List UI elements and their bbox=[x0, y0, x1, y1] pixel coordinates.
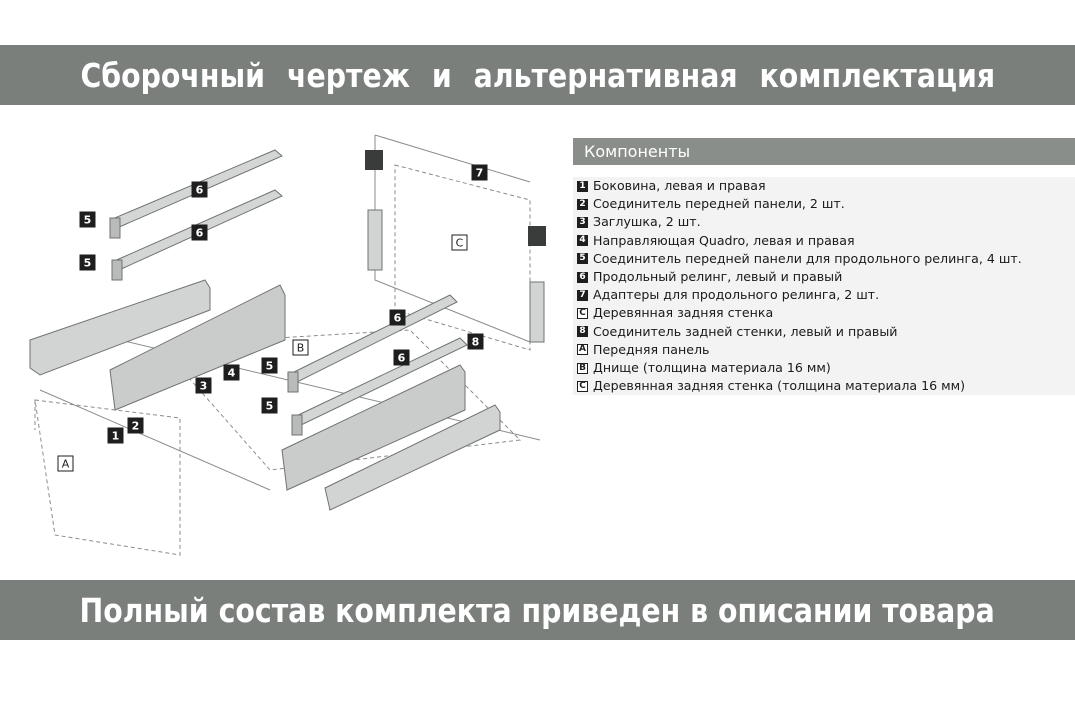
callout-n7: 7 bbox=[471, 164, 488, 181]
bottom-banner: Полный состав комплекта приведен в описа… bbox=[0, 580, 1075, 640]
legend-text: Соединитель задней стенки, левый и правы… bbox=[593, 323, 898, 339]
callout-label: A bbox=[62, 458, 70, 471]
legend-marker: 7 bbox=[577, 289, 588, 301]
legend-text: Боковина, левая и правая bbox=[593, 178, 766, 193]
legend-marker: B bbox=[577, 362, 588, 374]
callout-label: 6 bbox=[394, 312, 402, 325]
legend-marker: C bbox=[577, 308, 588, 320]
callout-label: 5 bbox=[84, 214, 92, 227]
callout-lb: B bbox=[292, 339, 309, 356]
callout-la: A bbox=[57, 455, 74, 472]
callout-label: C bbox=[456, 237, 464, 250]
legend-item: 4 Направляющая Quadro, левая и правая bbox=[577, 232, 1075, 250]
legend-marker: 5 bbox=[577, 253, 588, 265]
legend-item: C Деревянная задняя стенка bbox=[577, 304, 1075, 322]
legend-marker: A bbox=[577, 344, 588, 356]
front-panel-outline bbox=[34, 399, 181, 556]
callout-n5b: 5 bbox=[79, 254, 96, 271]
legend-text: Адаптеры для продольного релинга, 2 шт. bbox=[593, 287, 880, 303]
legend-marker: 1 bbox=[577, 180, 588, 192]
bottom-banner-text: Полный состав комплекта приведен в описа… bbox=[79, 590, 996, 630]
legend-item: C Деревянная задняя стенка (толщина матер… bbox=[577, 377, 1075, 395]
legend-marker: 4 bbox=[577, 235, 588, 247]
callout-label: 5 bbox=[266, 400, 274, 413]
legend-item: A Передняя панель bbox=[577, 341, 1075, 359]
legend-item: 1 Боковина, левая и правая bbox=[577, 177, 1075, 195]
left-runner bbox=[29, 279, 211, 376]
left-side-wall bbox=[109, 284, 286, 411]
callout-label: 5 bbox=[84, 257, 92, 270]
legend-text: Днище (толщина материала 16 мм) bbox=[593, 360, 831, 376]
top-banner-text: Сборочный чертеж и альтернативная компле… bbox=[80, 55, 995, 95]
legend-marker: 2 bbox=[577, 198, 588, 210]
callout-label: 3 bbox=[200, 380, 208, 393]
legend-item: 7 Адаптеры для продольного релинга, 2 шт. bbox=[577, 286, 1075, 304]
back-connector-left bbox=[367, 209, 383, 271]
callout-label: 8 bbox=[472, 336, 480, 349]
callout-label: 6 bbox=[398, 352, 406, 365]
callout-n6a: 6 bbox=[191, 181, 208, 198]
legend-marker: 6 bbox=[577, 271, 588, 283]
rail-right-1 bbox=[287, 294, 458, 393]
legend-text: Соединитель передней панели, 2 шт. bbox=[593, 196, 845, 212]
legend-text: Деревянная задняя стенка bbox=[593, 305, 774, 321]
callout-label: 4 bbox=[228, 367, 236, 380]
legend-text: Передняя панель bbox=[593, 341, 710, 357]
legend-item: 2 Соединитель передней панели, 2 шт. bbox=[577, 195, 1075, 213]
assembly-drawing: 6 6 5 5 3 4 21 5 5 6 6 7 8A B C bbox=[29, 134, 546, 556]
callout-n6d: 6 bbox=[393, 349, 410, 366]
callout-label: B bbox=[297, 342, 305, 355]
legend-text: Деревянная задняя стенка (толщина матери… bbox=[593, 378, 966, 394]
callout-label: 6 bbox=[196, 184, 204, 197]
legend-marker: 8 bbox=[577, 326, 588, 338]
legend-marker: 3 bbox=[577, 217, 588, 228]
adapter-right-icon bbox=[528, 226, 546, 246]
legend-item: B Днище (толщина материала 16 мм) bbox=[577, 359, 1075, 377]
legend-item: 5 Соединитель передней панели для продоль… bbox=[577, 250, 1075, 268]
bottom-panel-outline bbox=[158, 329, 522, 471]
legend-text: Продольный релинг, левый и правый bbox=[593, 269, 843, 285]
callout-n8: 8 bbox=[467, 333, 484, 350]
callout-label: 1 bbox=[112, 430, 120, 443]
top-banner: Сборочный чертеж и альтернативная компле… bbox=[0, 45, 1075, 105]
callout-label: 6 bbox=[196, 227, 204, 240]
callout-n6c: 6 bbox=[389, 309, 406, 326]
callout-label: 7 bbox=[476, 167, 484, 180]
callout-n5c: 5 bbox=[261, 357, 278, 374]
callout-n1: 1 bbox=[107, 427, 124, 444]
legend-item: 8 Соединитель задней стенки, левый и прав… bbox=[577, 323, 1075, 341]
callout-label: 2 bbox=[132, 420, 140, 433]
callout-label: 5 bbox=[266, 360, 274, 373]
legend-item: 3 Заглушка, 2 шт. bbox=[577, 213, 1075, 231]
legend-marker: C bbox=[577, 380, 588, 392]
legend-text: Направляющая Quadro, левая и правая bbox=[593, 232, 855, 248]
legend-item: 6 Продольный релинг, левый и правый bbox=[577, 268, 1075, 286]
callout-n6b: 6 bbox=[191, 224, 208, 241]
legend-title: Компоненты bbox=[573, 138, 1075, 165]
back-connector-right bbox=[529, 281, 545, 343]
callout-n4: 4 bbox=[223, 364, 240, 381]
right-runner bbox=[324, 404, 501, 511]
callout-lc: C bbox=[451, 234, 468, 251]
legend-text: Заглушка, 2 шт. bbox=[593, 214, 701, 230]
callout-n3: 3 bbox=[195, 377, 212, 394]
adapter-left-icon bbox=[365, 150, 383, 170]
right-side-wall bbox=[281, 364, 466, 491]
callout-n5d: 5 bbox=[261, 397, 278, 414]
legend-text: Соединитель передней панели для продольн… bbox=[593, 250, 1022, 266]
callout-n2: 2 bbox=[127, 417, 144, 434]
callout-n5a: 5 bbox=[79, 211, 96, 228]
back-panel-outline bbox=[394, 164, 531, 351]
